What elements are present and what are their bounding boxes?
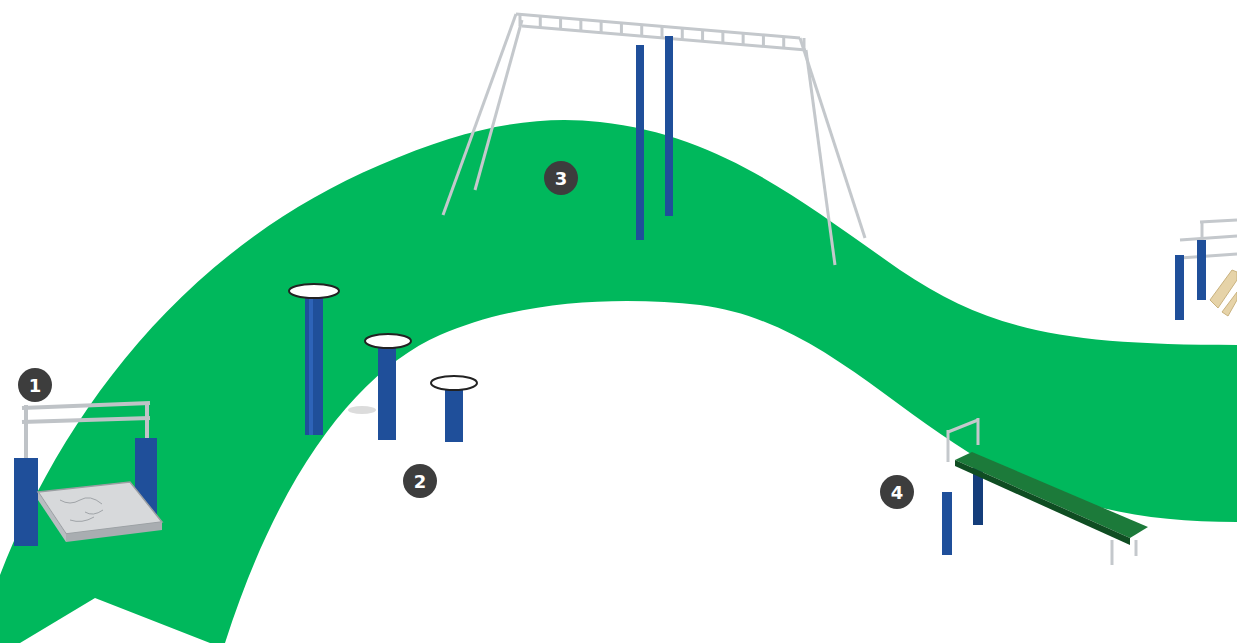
green-path [0,120,1237,643]
next-station [1175,220,1237,320]
callout-number: 3 [544,161,578,195]
monkey-bars [443,14,865,265]
bar-rung [579,19,582,31]
bar-rung [782,36,785,48]
bar-rung [803,38,806,50]
bar-rung [742,33,745,45]
callout-number: 4 [880,475,914,509]
hanging-posts [636,36,673,240]
bar-rung [640,24,643,36]
callout-number: 2 [403,464,437,498]
bar-rung [600,21,603,33]
bar-rung [701,29,704,41]
bar-rung [620,23,623,35]
bar-rung [681,28,684,40]
balance-platform [14,402,162,546]
bar-rung [661,26,664,38]
bar-rung [539,16,542,28]
bar-rung [721,31,724,43]
callout-number: 1 [18,368,52,402]
bar-rung [559,17,562,29]
situp-bench [942,418,1148,565]
bar-rung [519,14,522,26]
bar-rung [762,35,765,47]
stepping-pillars [289,284,477,442]
